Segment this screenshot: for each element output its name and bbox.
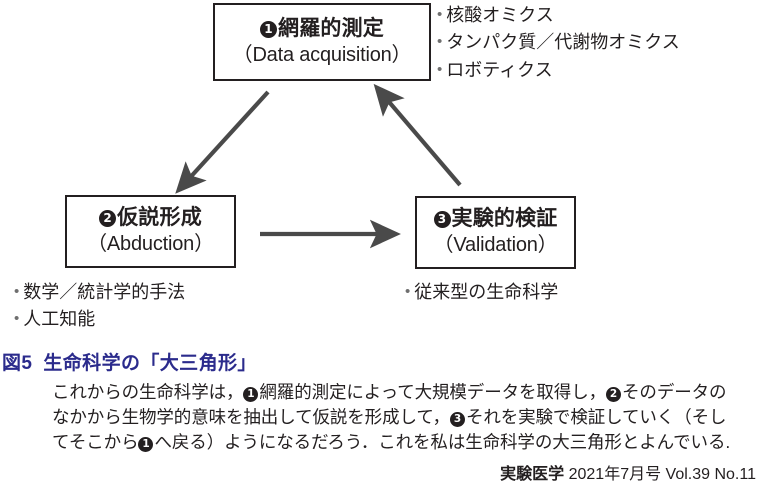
node-label: 仮説形成: [117, 206, 202, 230]
arrow-acquisition-to-abduction: [175, 90, 270, 194]
list-item: ロボティクス: [437, 57, 680, 84]
journal-name: 実験医学: [500, 466, 565, 483]
marker-2: 2: [99, 210, 117, 228]
marker-3: 3: [433, 211, 451, 229]
caption-text: それを実験で検証していく（そし: [465, 406, 727, 427]
node-label: 実験的検証: [451, 207, 558, 231]
caption-text: これからの生命科学は，: [52, 382, 244, 402]
node-label: 網羅的測定: [278, 16, 384, 40]
marker-1: 1: [243, 387, 259, 402]
arrow-validation-to-acquisition: [373, 83, 462, 187]
marker-1: 1: [138, 436, 154, 452]
marker-3: 3: [449, 411, 465, 427]
node-title-en: （Validation）: [433, 234, 558, 257]
caption-text: てそこから: [52, 431, 139, 452]
caption-title: 図5 生命科学の「大三角形」: [0, 348, 758, 375]
caption-text: なかから生物学的意味を抽出して仮説を形成して，: [52, 406, 450, 427]
caption-text: へ戻る）ようになるだろう．これを私は生命科学の大三角形とよんでいる.: [154, 431, 731, 452]
node-title-en: （Data acquisition）: [232, 43, 412, 66]
figure-number: 図5: [2, 353, 33, 374]
bullet-list-validation: 従来型の生命科学: [405, 279, 558, 306]
list-item: タンパク質／代謝物オミクス: [437, 29, 679, 56]
list-item: 核酸オミクス: [437, 2, 680, 29]
caption-text: 網羅的測定によって大規模データを取得し，: [259, 382, 607, 402]
marker-1: 1: [260, 20, 277, 38]
bullet-list-abduction: 数学／統計学的手法 人工知能: [14, 279, 185, 334]
bullet-list-data-acquisition: 核酸オミクス タンパク質／代謝物オミクス ロボティクス: [437, 2, 680, 84]
node-title-en: （Abduction）: [87, 233, 214, 256]
marker-2: 2: [606, 387, 622, 402]
caption-text: そのデータの: [622, 382, 727, 402]
source-footer: 実験医学 2021年7月号 Vol.39 No.11: [500, 460, 756, 484]
journal-issue: 2021年7月号 Vol.39 No.11: [568, 466, 756, 483]
list-item: 人工知能: [14, 306, 185, 333]
list-item: 数学／統計学的手法: [14, 279, 185, 306]
caption-title-text: 生命科学の「大三角形」: [43, 353, 257, 374]
arrow-layer: [175, 83, 462, 249]
list-item: 従来型の生命科学: [405, 279, 558, 306]
